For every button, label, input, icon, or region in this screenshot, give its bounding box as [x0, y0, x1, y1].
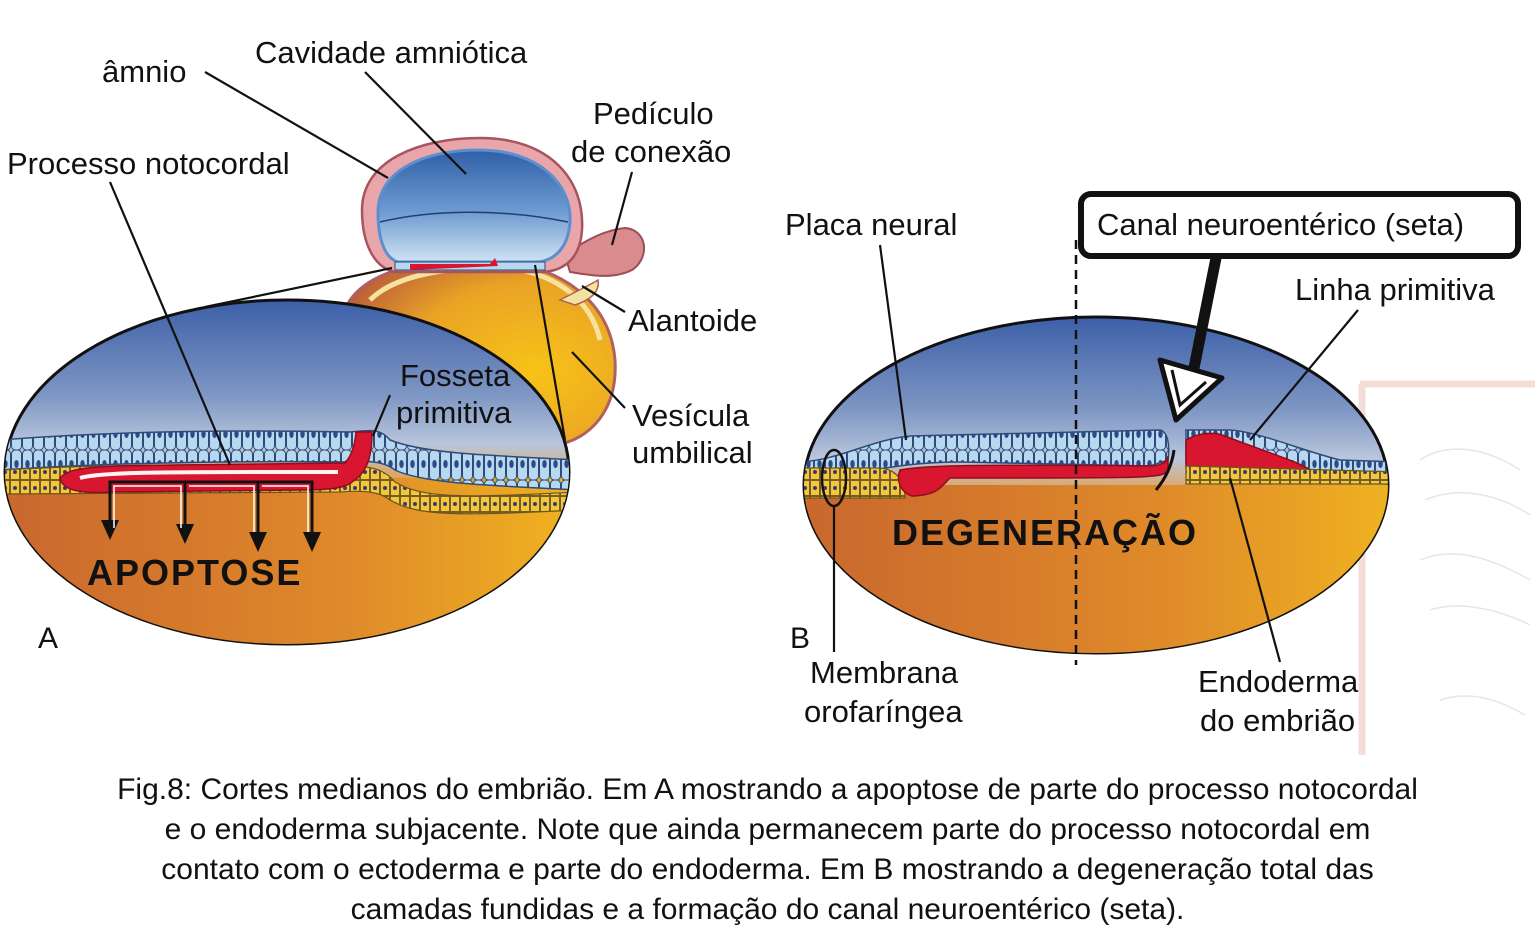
amniotic-cavity — [376, 148, 572, 264]
caption-line-3: contato com o ectoderma e parte do endod… — [161, 853, 1374, 886]
degenerated-layers — [897, 455, 1169, 497]
label-notochordal-process: Processo notocordal — [7, 146, 290, 181]
callout-box — [1078, 191, 1521, 259]
connecting-stalk — [563, 226, 646, 277]
panel-a-letter: A — [38, 622, 58, 655]
label-connecting-stalk-1: Pedículo — [593, 96, 714, 131]
label-primitive-pit-2: primitiva — [396, 395, 512, 430]
label-amnion: âmnio — [102, 54, 186, 89]
label-oropharyngeal-2: orofaríngea — [804, 694, 963, 729]
figure-caption: Fig.8: Cortes medianos do embrião. Em A … — [0, 770, 1535, 930]
label-neural-plate: Placa neural — [785, 207, 957, 242]
panel-b-leader-lines — [832, 244, 1359, 663]
label-degeneration: DEGENERAÇÃO — [892, 511, 1198, 553]
section-a — [3, 298, 571, 646]
label-apoptosis: APOPTOSE — [87, 552, 302, 593]
label-amniotic-cavity: Cavidade amniótica — [255, 35, 528, 70]
label-allantois: Alantoide — [628, 303, 757, 338]
neurenteric-canal-arrow — [1157, 256, 1225, 423]
label-umbilical-vesicle-1: Vesícula — [632, 398, 750, 433]
label-connecting-stalk-2: de conexão — [571, 134, 731, 169]
apoptosis-arrows — [108, 480, 314, 540]
ectoderm — [5, 429, 569, 491]
label-neurenteric-canal: Canal neuroentérico (seta) — [1097, 207, 1464, 242]
label-umbilical-vesicle-2: umbilical — [632, 435, 753, 470]
caption-line-1: Fig.8: Cortes medianos do embrião. Em A … — [117, 773, 1418, 806]
label-primitive-pit-1: Fosseta — [400, 358, 511, 393]
embryo-diagram: âmnio Cavidade amniótica Processo notoco… — [3, 35, 1535, 755]
panel-a-leader-lines — [108, 71, 634, 466]
label-embryo-endoderm-1: Endoderma — [1198, 664, 1359, 699]
caption-line-2: e o endoderma subjacente. Note que ainda… — [164, 813, 1371, 846]
panel-b-letter: B — [790, 622, 810, 655]
label-primitive-streak: Linha primitiva — [1295, 272, 1496, 307]
caption-line-4: camadas fundidas e a formação do canal n… — [350, 893, 1185, 926]
label-oropharyngeal-1: Membrana — [810, 655, 959, 690]
label-embryo-endoderm-2: do embrião — [1200, 703, 1355, 738]
